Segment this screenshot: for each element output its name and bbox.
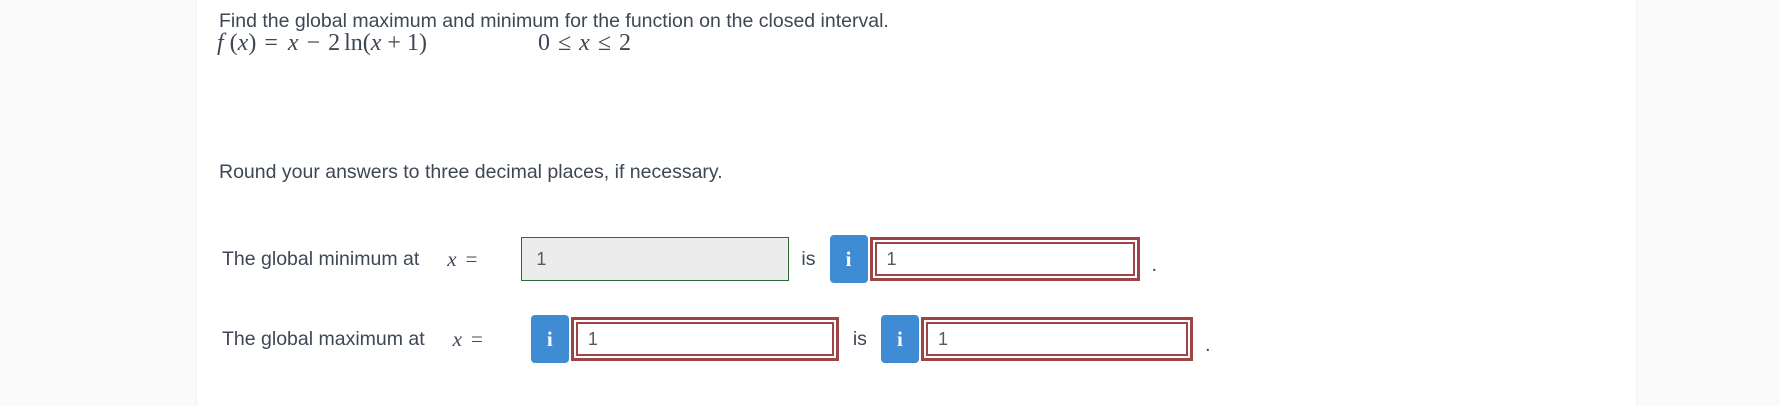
- interval-constraint: 0≤x≤2: [538, 30, 631, 56]
- info-icon: i: [897, 326, 903, 351]
- max-x-equals: x=: [452, 326, 483, 351]
- max-x-input[interactable]: [575, 322, 834, 356]
- min-f-input-frame: [869, 237, 1140, 281]
- min-x-equals: x=: [447, 246, 478, 271]
- max-is-label: is: [852, 327, 867, 350]
- equals-sign: =: [264, 30, 278, 56]
- max-f-input[interactable]: [925, 322, 1188, 356]
- info-icon: i: [845, 246, 852, 271]
- global-minimum-row: The global minimum at x= is i .: [222, 235, 1157, 283]
- min-sentence-period: .: [1151, 253, 1158, 276]
- rounding-instruction: Round your answers to three decimal plac…: [219, 161, 723, 183]
- max-row-label: The global maximum at: [222, 327, 425, 350]
- min-is-label: is: [801, 247, 816, 270]
- max-x-info-button[interactable]: i: [530, 315, 569, 363]
- leq-sign: ≤: [597, 30, 611, 56]
- max-x-input-frame: [570, 317, 839, 361]
- right-margin: [1636, 0, 1780, 406]
- max-f-input-frame: [920, 317, 1193, 361]
- min-f-info-button[interactable]: i: [829, 235, 868, 283]
- ln-operator: ln: [344, 30, 363, 56]
- min-x-input[interactable]: [521, 237, 790, 281]
- min-row-label: The global minimum at: [222, 247, 420, 270]
- global-maximum-row: The global maximum at x= i is i .: [222, 315, 1211, 363]
- left-margin: [0, 0, 197, 406]
- leq-sign: ≤: [558, 30, 572, 56]
- max-f-info-button[interactable]: i: [880, 315, 919, 363]
- problem-statement: Find the global maximum and minimum for …: [219, 10, 889, 32]
- info-icon: i: [546, 326, 553, 351]
- min-f-input[interactable]: [874, 242, 1135, 276]
- formula-f: f: [217, 30, 224, 56]
- minus-sign: −: [306, 30, 321, 56]
- max-sentence-period: .: [1204, 333, 1211, 356]
